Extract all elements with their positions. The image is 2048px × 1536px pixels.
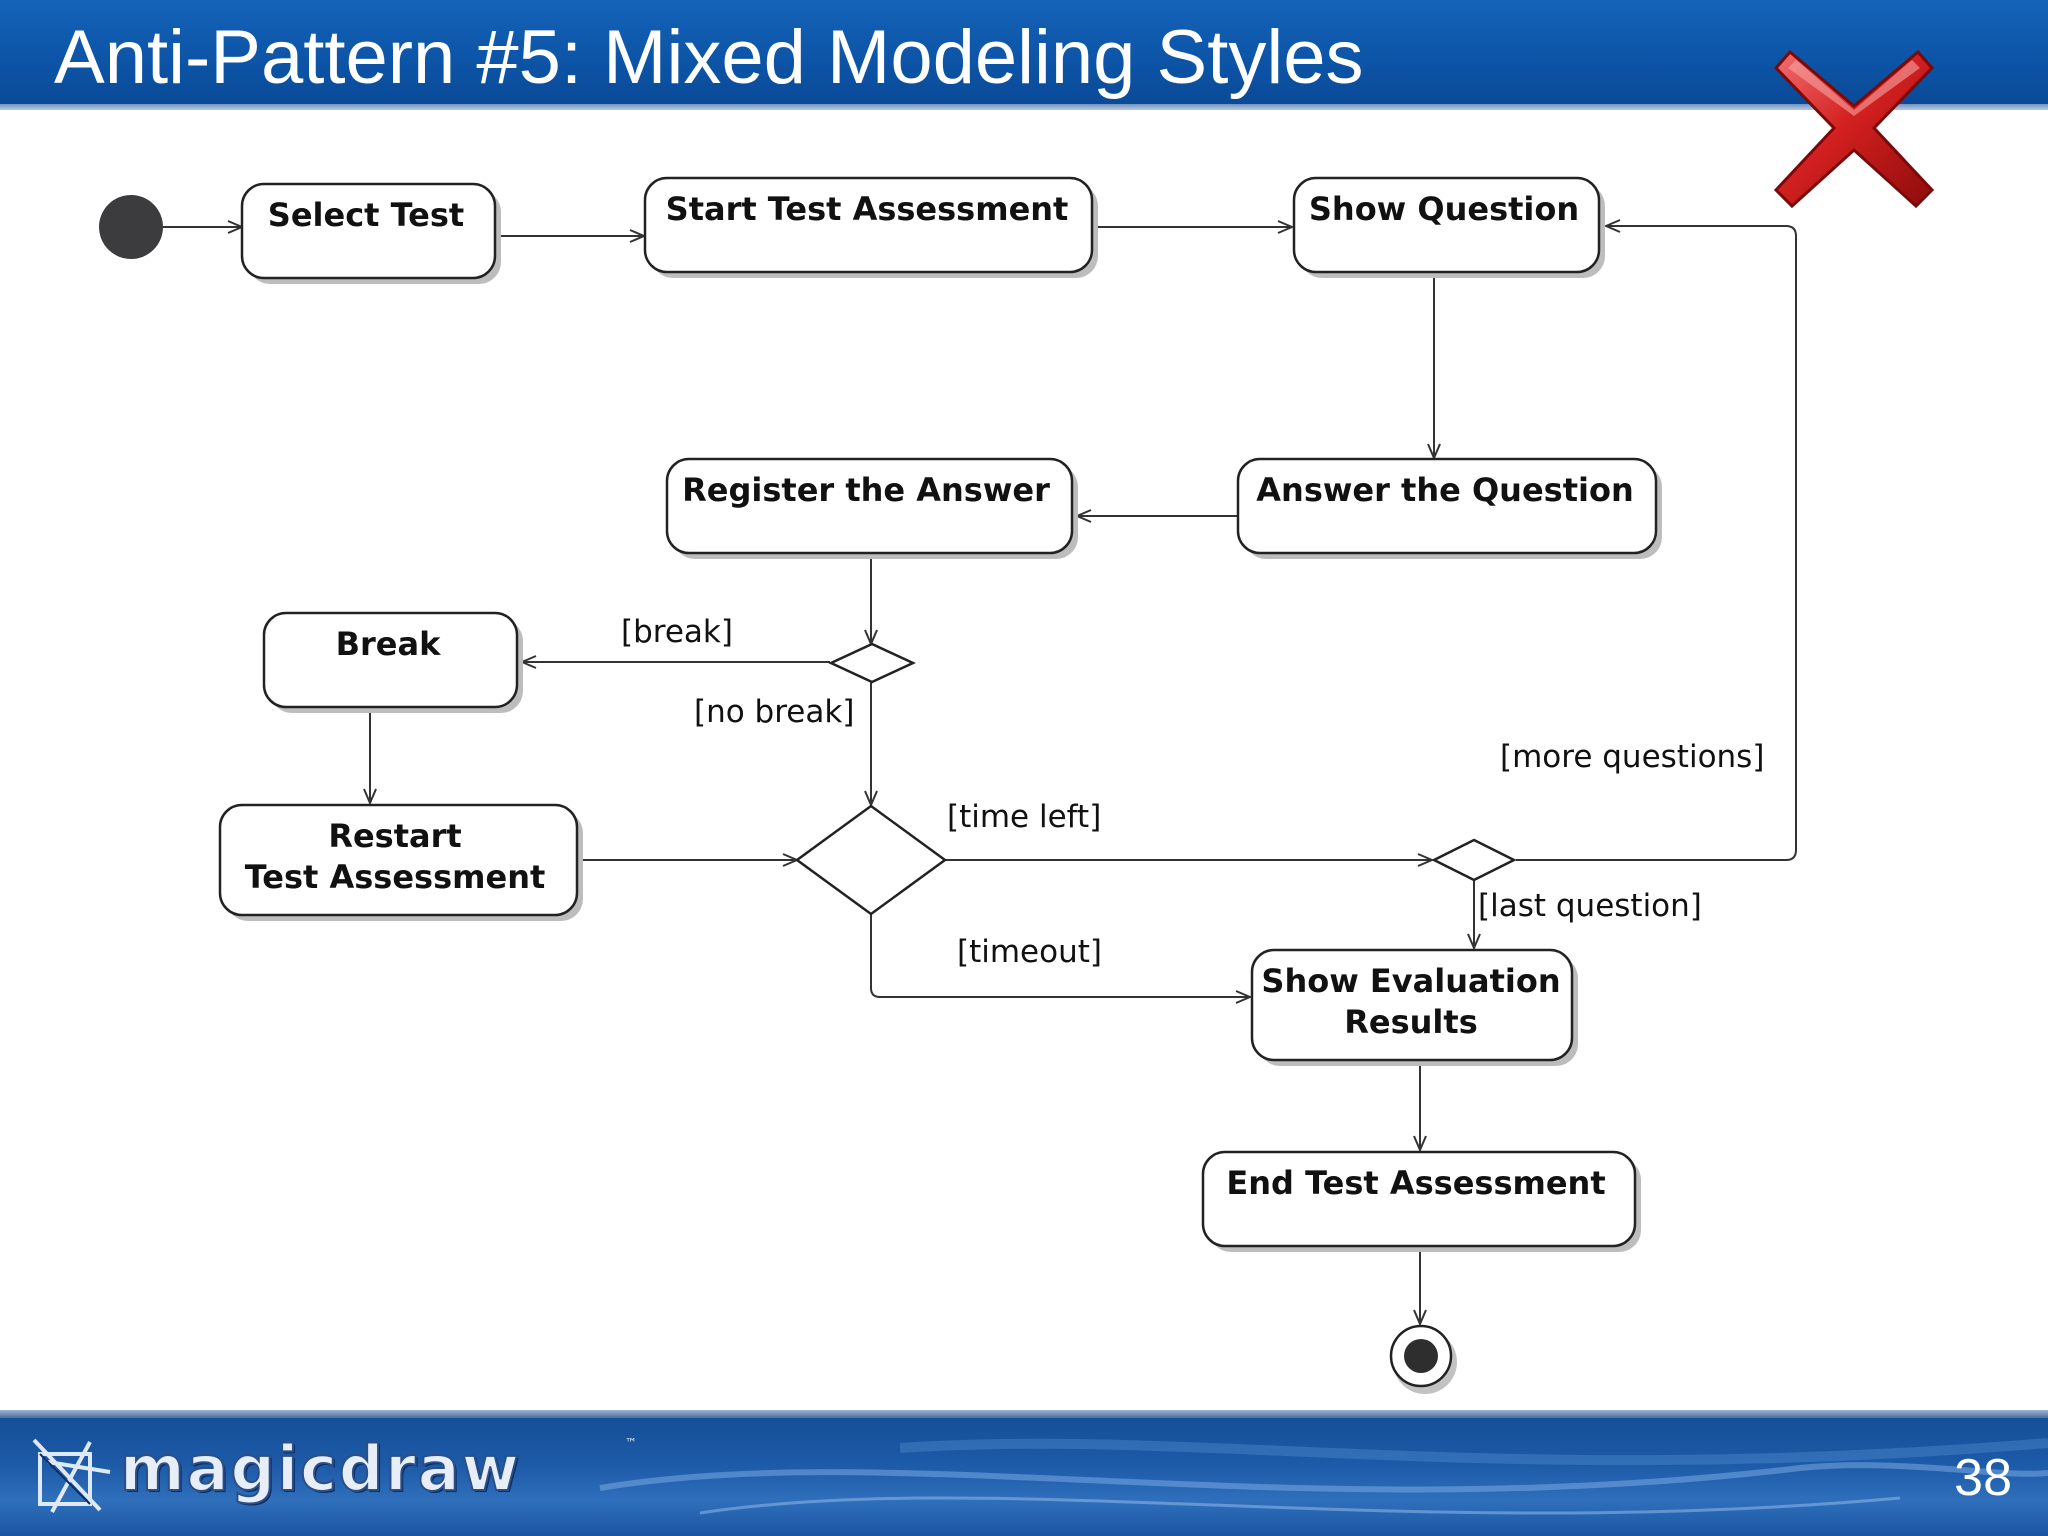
action-register-the-answer: Register the Answer — [665, 457, 1078, 559]
brand-wordmark: magicdraw — [119, 1431, 521, 1506]
action-register-the-answer-label: Register the Answer — [682, 471, 1050, 509]
action-end-test-assessment: End Test Assessment — [1201, 1150, 1641, 1252]
action-select-test: Select Test — [240, 182, 501, 284]
action-show-eval-line2: Results — [1344, 1003, 1477, 1041]
brand-trademark: ™ — [625, 1436, 637, 1450]
initial-node — [99, 195, 163, 259]
header-divider — [0, 104, 2048, 110]
magicdraw-logo-icon — [32, 1438, 111, 1513]
edges — [155, 226, 1797, 1324]
action-show-evaluation-results: Show Evaluation Results — [1250, 948, 1578, 1066]
action-restart-test-assessment: Restart Test Assessment — [218, 803, 583, 921]
slide-title: Anti-Pattern #5: Mixed Modeling Styles — [54, 15, 1364, 100]
action-restart-line1: Restart — [328, 817, 461, 855]
decision-questions — [1431, 838, 1517, 882]
action-break-label: Break — [336, 625, 441, 663]
footer-divider — [0, 1410, 2048, 1418]
footer-swoosh-decoration — [599, 1438, 2048, 1515]
decision-break — [828, 642, 916, 684]
action-end-test-assessment-label: End Test Assessment — [1226, 1164, 1605, 1202]
action-answer-the-question: Answer the Question — [1236, 457, 1662, 559]
slide-header — [0, 0, 2048, 104]
action-show-question: Show Question — [1292, 176, 1605, 278]
action-select-test-label: Select Test — [268, 196, 464, 234]
guard-break: [break] — [621, 614, 733, 650]
final-node — [1389, 1324, 1457, 1394]
action-show-question-label: Show Question — [1309, 190, 1579, 228]
decision-time — [794, 804, 948, 916]
activity-diagram: Select Test Start Test Assessment Show Q… — [99, 176, 1797, 1394]
action-restart-line2: Test Assessment — [245, 858, 546, 896]
guard-last-question: [last question] — [1478, 888, 1702, 924]
guard-time-left: [time left] — [947, 799, 1101, 835]
page-number: 38 — [1954, 1449, 2012, 1507]
guard-timeout: [timeout] — [957, 934, 1102, 970]
guard-more-questions: [more questions] — [1500, 739, 1764, 775]
action-start-test-assessment: Start Test Assessment — [643, 176, 1098, 278]
red-x-icon — [1773, 49, 1935, 209]
action-start-test-assessment-label: Start Test Assessment — [666, 190, 1069, 228]
slide-footer: magicdraw ™ 38 — [0, 1418, 2048, 1536]
action-answer-the-question-label: Answer the Question — [1256, 471, 1633, 509]
edge-timeout — [870, 914, 1250, 997]
action-show-eval-line1: Show Evaluation — [1261, 962, 1560, 1000]
edge-more-questions — [1516, 226, 1797, 861]
action-break: Break — [262, 611, 523, 713]
guard-no-break: [no break] — [694, 694, 854, 730]
